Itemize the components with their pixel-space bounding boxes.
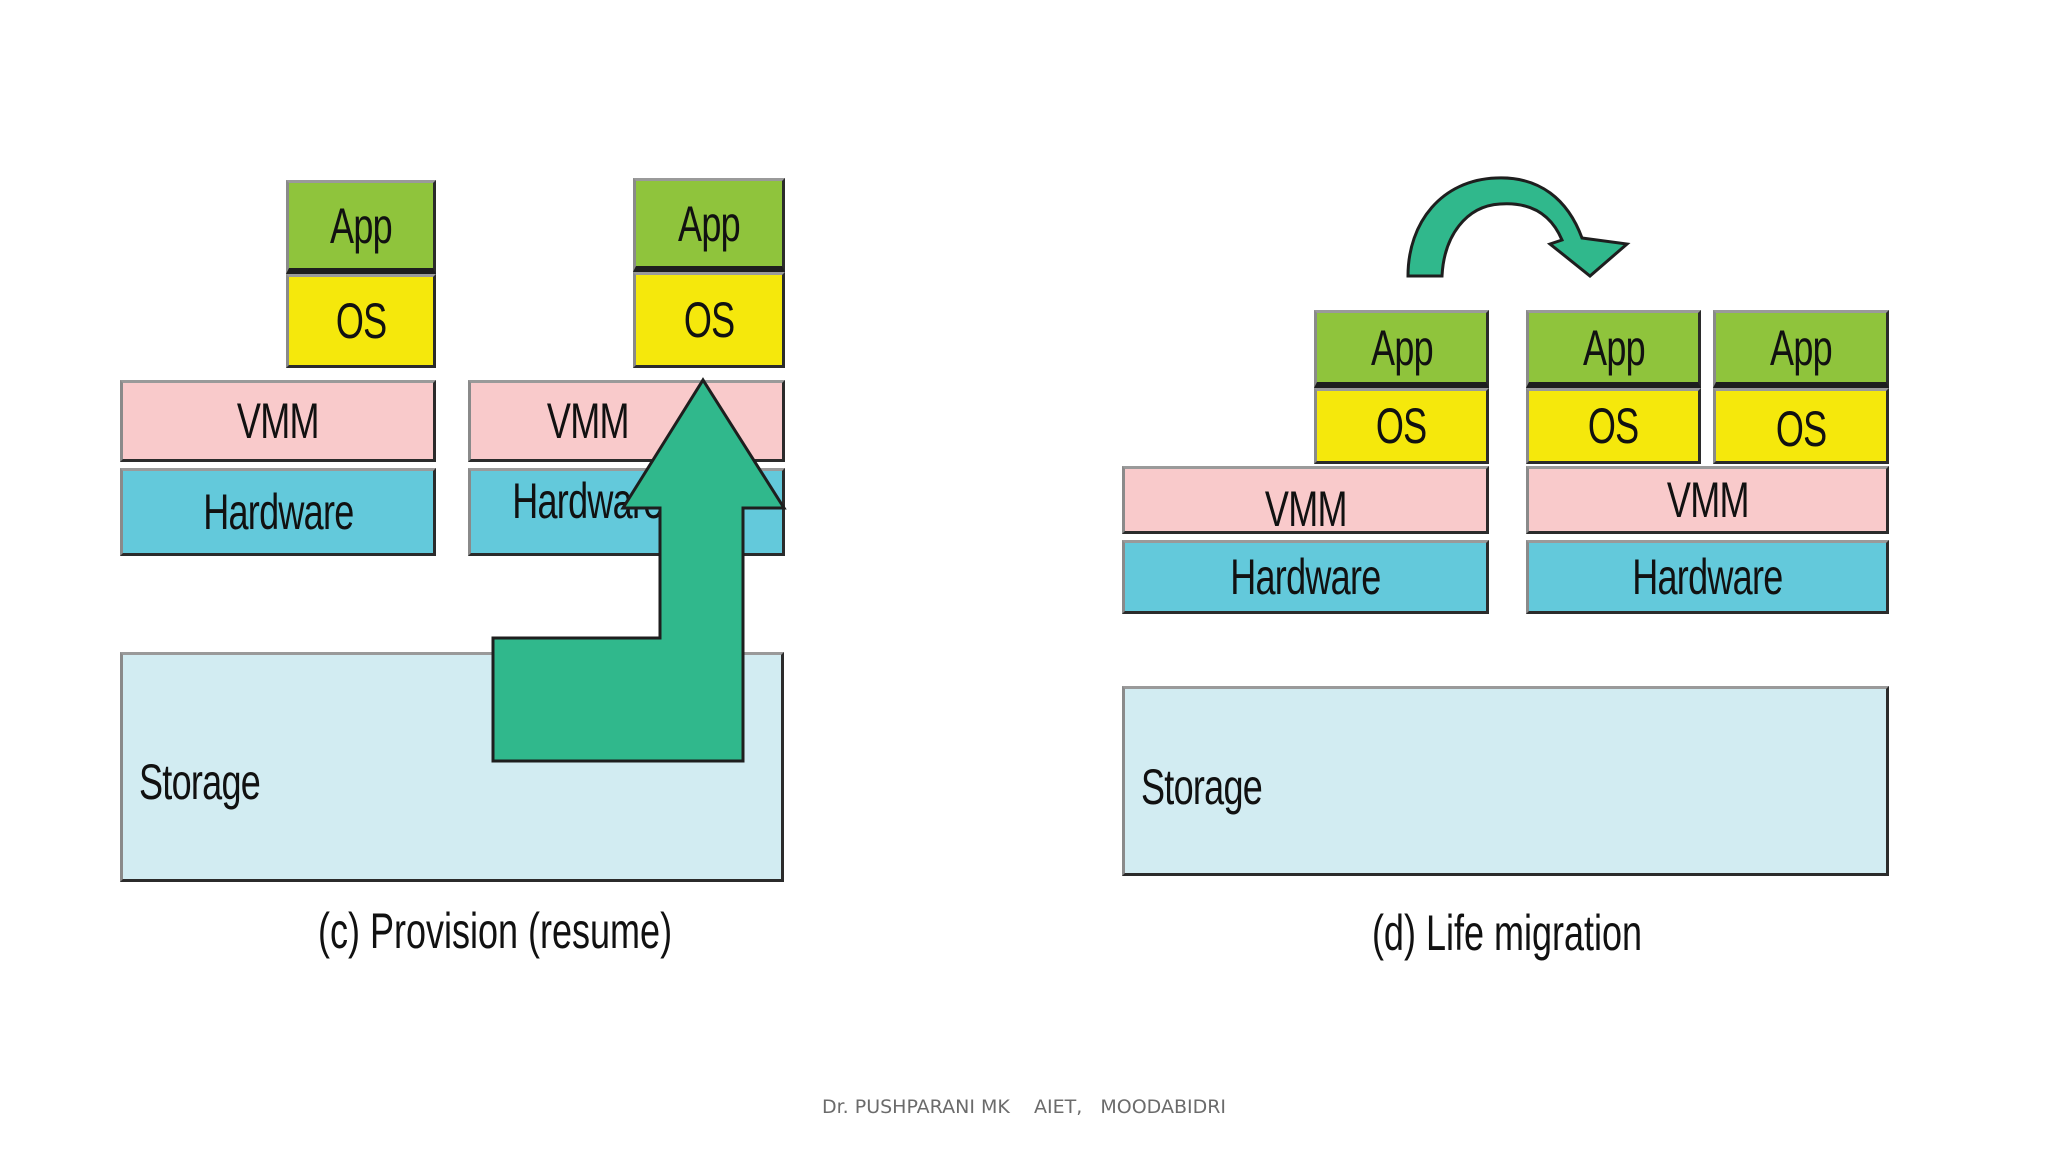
host1-vmm-label: VMM bbox=[1264, 481, 1348, 537]
host1-app-box: App bbox=[1314, 310, 1489, 388]
migration-caption: (d) Life migration bbox=[1371, 905, 1643, 961]
target-app-label: App bbox=[678, 195, 741, 252]
migration-storage-box: Storage bbox=[1122, 686, 1889, 876]
target-os-box: OS bbox=[633, 272, 785, 368]
source-vmm-label: VMM bbox=[237, 393, 320, 449]
provision-storage-label: Storage bbox=[139, 754, 261, 810]
source-app-label: App bbox=[330, 197, 393, 254]
host1-vmm-box: VMM bbox=[1122, 466, 1489, 537]
host1-app-label: App bbox=[1370, 319, 1434, 376]
source-hardware-label: Hardware bbox=[202, 484, 354, 540]
provision-arrow-icon bbox=[491, 377, 787, 763]
host2-vm2-os-box: OS bbox=[1713, 388, 1889, 464]
host1-hardware-box: Hardware bbox=[1122, 540, 1489, 614]
host1-os-box: OS bbox=[1314, 388, 1489, 464]
source-hardware-box: Hardware bbox=[120, 468, 436, 556]
host2-vm2-os-label: OS bbox=[1775, 401, 1827, 457]
footer-credit: Dr. PUSHPARANI MK AIET, MOODABIDRI bbox=[821, 1096, 1227, 1118]
host2-vmm-label: VMM bbox=[1666, 472, 1750, 528]
source-os-label: OS bbox=[335, 293, 387, 349]
target-vmm-label: VMM bbox=[546, 393, 630, 449]
host2-vmm-box: VMM bbox=[1526, 466, 1889, 534]
source-os-box: OS bbox=[286, 274, 436, 368]
host2-vm1-os-box: OS bbox=[1526, 388, 1701, 464]
migration-storage-label: Storage bbox=[1141, 759, 1263, 815]
host1-os-label: OS bbox=[1376, 398, 1427, 454]
host2-vm2-app-label: App bbox=[1770, 319, 1833, 376]
host2-vm2-app-box: App bbox=[1713, 310, 1889, 388]
host2-hardware-label: Hardware bbox=[1632, 549, 1783, 605]
source-app-box: App bbox=[286, 180, 436, 274]
host2-vm1-app-label: App bbox=[1582, 319, 1646, 376]
migration-arrow-icon bbox=[1406, 176, 1631, 278]
target-os-label: OS bbox=[683, 292, 735, 348]
target-app-box: App bbox=[633, 178, 785, 272]
source-vmm-box: VMM bbox=[120, 380, 436, 462]
host1-hardware-label: Hardware bbox=[1230, 549, 1381, 605]
host2-vm1-os-label: OS bbox=[1588, 398, 1639, 454]
host2-vm1-app-box: App bbox=[1526, 310, 1701, 388]
host2-hardware-box: Hardware bbox=[1526, 540, 1889, 614]
